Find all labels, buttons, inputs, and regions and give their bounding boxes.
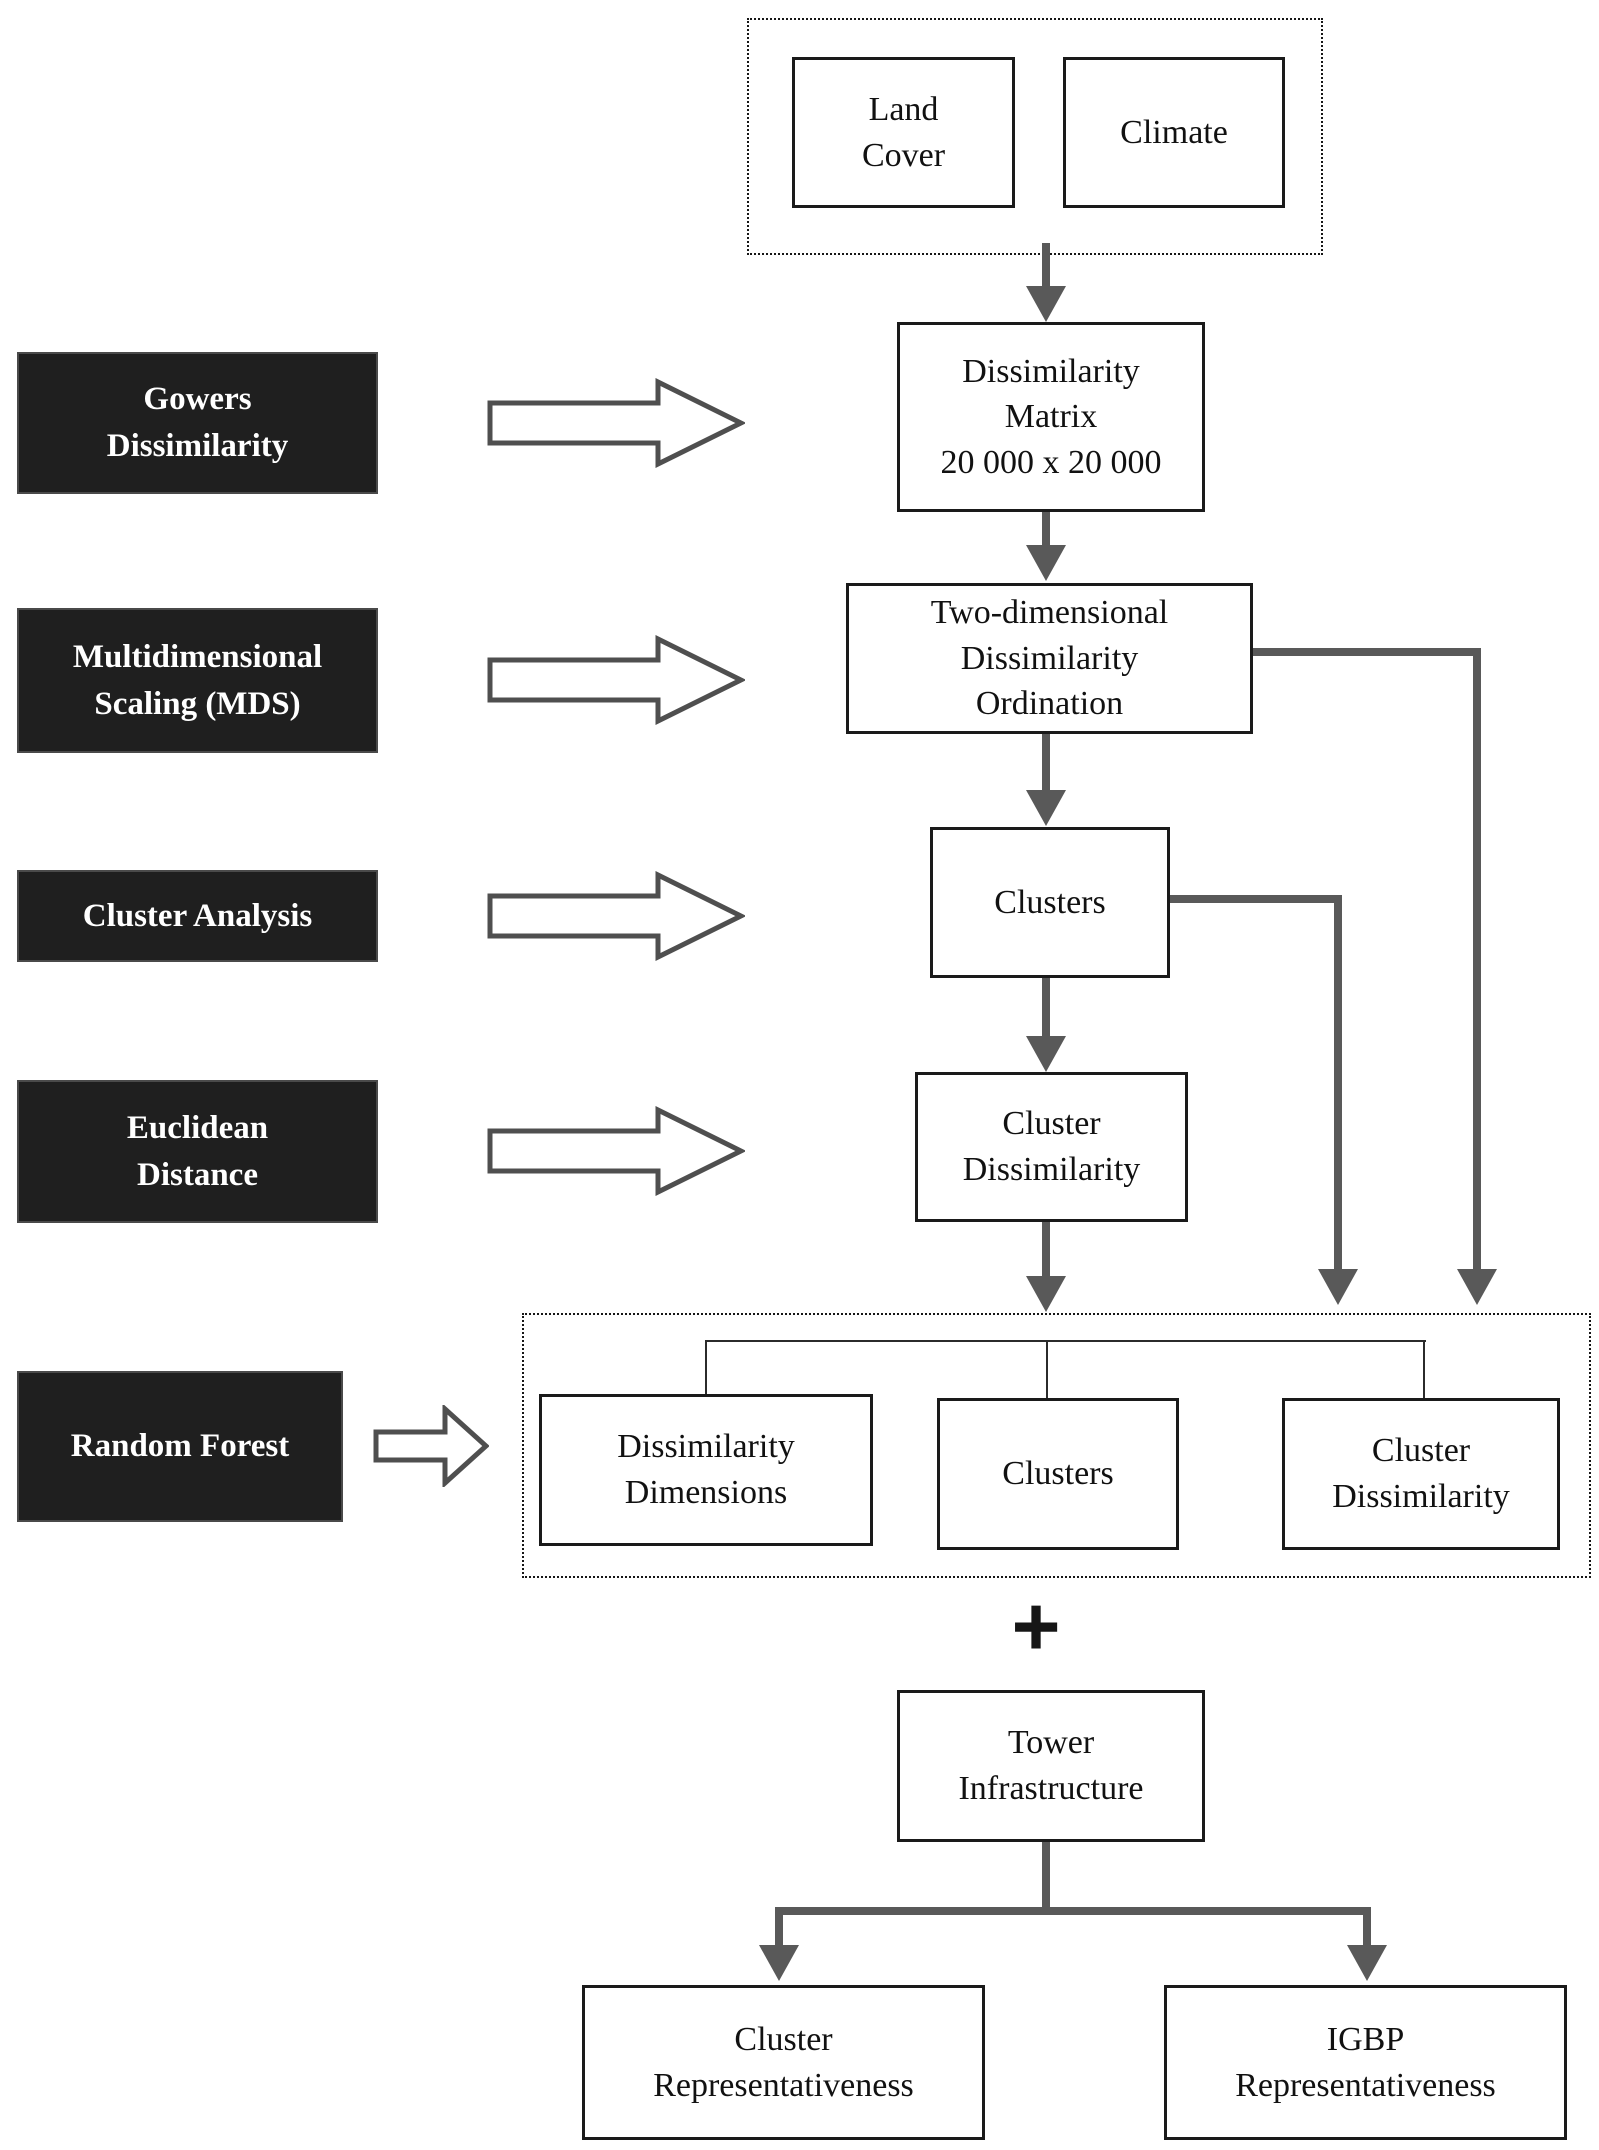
method-mds: Multidimensional Scaling (MDS) xyxy=(17,608,378,753)
rf-cluster-dissimilarity-label: Dissimilarity xyxy=(1332,1478,1510,1515)
down-arrow-icon xyxy=(1026,286,1066,322)
tree-connector xyxy=(1423,1340,1425,1398)
rf-clusters-box: Clusters xyxy=(937,1398,1179,1550)
random-forest-output-group xyxy=(522,1313,1591,1578)
down-arrow-icon xyxy=(1026,545,1066,581)
tree-connector xyxy=(706,1340,1426,1342)
dissimilarity-dimensions-box: Dissimilarity Dimensions xyxy=(539,1394,873,1546)
down-arrow-icon xyxy=(759,1945,799,1981)
land-cover-label: Cover xyxy=(861,136,946,174)
dissimilarity-matrix-label: Dissimilarity xyxy=(962,352,1140,390)
cluster-dissimilarity-label: Dissimilarity xyxy=(962,1151,1141,1188)
ordination-label: Two-dimensional xyxy=(930,594,1169,632)
down-arrow-shaft xyxy=(1042,734,1050,792)
down-arrow-icon xyxy=(1318,1269,1358,1305)
down-arrow-shaft xyxy=(1042,512,1050,547)
method-euclidean-distance: Euclidean Distance xyxy=(17,1080,378,1223)
land-cover-box: Land Cover xyxy=(792,57,1015,208)
method-label: Cluster Analysis xyxy=(82,897,313,934)
method-label: Multidimensional xyxy=(72,638,323,675)
down-arrow-shaft xyxy=(1042,1222,1050,1277)
method-label: Random Forest xyxy=(70,1428,290,1465)
ordination-box: Two-dimensional Dissimilarity Ordination xyxy=(846,583,1253,734)
method-label: Distance xyxy=(137,1156,258,1193)
elbow-connector-ordination xyxy=(1253,648,1481,656)
method-gowers-dissimilarity: Gowers Dissimilarity xyxy=(17,352,378,494)
igbp-representativeness-box: IGBP Representativeness xyxy=(1164,1985,1567,2140)
right-block-arrow-icon xyxy=(487,378,745,468)
dissimilarity-matrix-label: Matrix xyxy=(1004,398,1098,436)
cluster-representativeness-label: Cluster xyxy=(734,2020,833,2058)
method-label: Euclidean xyxy=(126,1109,269,1146)
method-random-forest: Random Forest xyxy=(17,1371,343,1522)
method-cluster-analysis: Cluster Analysis xyxy=(17,870,378,962)
t-connector-stem xyxy=(1042,1842,1050,1915)
clusters-label: Clusters xyxy=(994,883,1106,921)
down-arrow-shaft xyxy=(1042,243,1050,288)
right-block-arrow-icon xyxy=(487,871,745,961)
method-label: Scaling (MDS) xyxy=(94,685,301,722)
elbow-connector-clusters xyxy=(1170,895,1342,903)
input-data-group xyxy=(747,18,1323,255)
rf-cluster-dissimilarity-label: Cluster xyxy=(1371,1432,1471,1470)
climate-box: Climate xyxy=(1063,57,1285,208)
cluster-representativeness-box: Cluster Representativeness xyxy=(582,1985,985,2140)
t-connector-bar xyxy=(775,1907,1371,1915)
right-block-arrow-icon xyxy=(373,1405,489,1487)
dissimilarity-dimensions-label: Dissimilarity xyxy=(617,1428,795,1466)
dissimilarity-dimensions-label: Dimensions xyxy=(624,1474,788,1511)
matrix-size-label: 20 000 x 20 000 xyxy=(940,443,1162,481)
down-arrow-icon xyxy=(1457,1269,1497,1305)
plus-sign: + xyxy=(1011,1579,1061,1673)
right-block-arrow-icon xyxy=(487,635,745,725)
land-cover-label: Land xyxy=(868,90,939,128)
down-arrow-icon xyxy=(1347,1945,1387,1981)
ordination-label: Dissimilarity xyxy=(960,639,1139,677)
down-arrow-shaft xyxy=(1363,1907,1371,1947)
tower-infrastructure-label: Tower xyxy=(1007,1724,1095,1762)
method-label: Dissimilarity xyxy=(106,428,289,464)
igbp-representativeness-label: Representativeness xyxy=(1235,2066,1496,2104)
down-arrow-shaft xyxy=(775,1907,783,1947)
rf-cluster-dissimilarity-box: Cluster Dissimilarity xyxy=(1282,1398,1560,1550)
clusters-box: Clusters xyxy=(930,827,1170,978)
ordination-label: Ordination xyxy=(975,685,1124,723)
tower-infrastructure-box: Tower Infrastructure xyxy=(897,1690,1205,1842)
cluster-dissimilarity-label: Cluster xyxy=(1002,1105,1101,1143)
down-arrow-icon xyxy=(1026,790,1066,826)
down-arrow-icon xyxy=(1026,1036,1066,1072)
rf-clusters-label: Clusters xyxy=(1002,1455,1114,1493)
down-arrow-shaft xyxy=(1042,978,1050,1036)
down-arrow-icon xyxy=(1026,1276,1066,1312)
cluster-representativeness-label: Representativeness xyxy=(653,2066,914,2104)
cluster-dissimilarity-box: Cluster Dissimilarity xyxy=(915,1072,1188,1222)
method-label: Gowers xyxy=(143,381,252,418)
elbow-connector-ordination xyxy=(1473,648,1481,1270)
right-block-arrow-icon xyxy=(487,1106,745,1196)
elbow-connector-clusters xyxy=(1334,895,1342,1270)
climate-label: Climate xyxy=(1120,113,1228,151)
dissimilarity-matrix-box: Dissimilarity Matrix 20 000 x 20 000 xyxy=(897,322,1205,512)
tower-infrastructure-label: Infrastructure xyxy=(958,1770,1144,1807)
tree-connector xyxy=(1046,1340,1048,1398)
tree-connector xyxy=(705,1340,707,1394)
igbp-representativeness-label: IGBP xyxy=(1326,2020,1405,2058)
